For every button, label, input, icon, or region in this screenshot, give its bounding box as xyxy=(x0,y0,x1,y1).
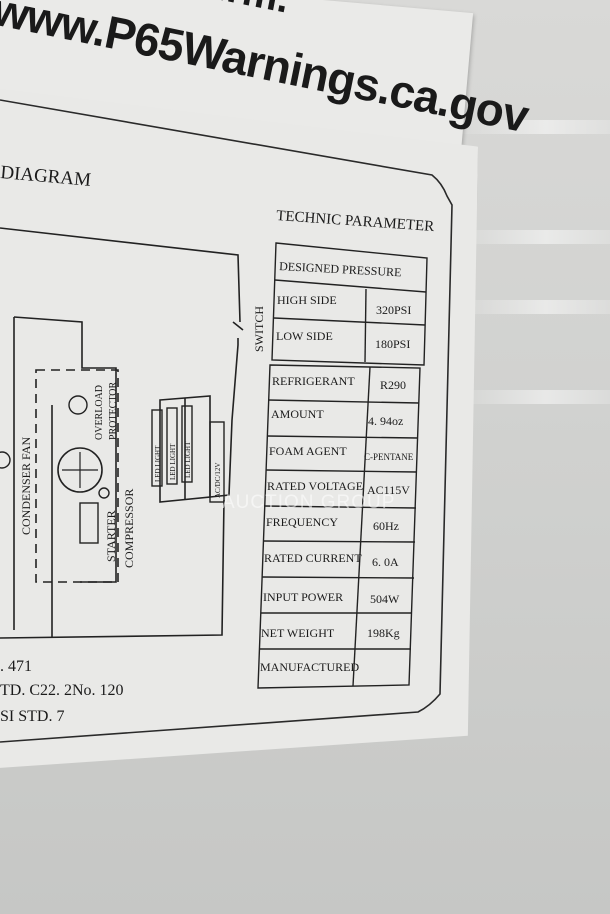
parameter-table-grid xyxy=(257,242,428,689)
diagram-title: DIAGRAM xyxy=(0,162,92,191)
wiring-diagram xyxy=(0,227,244,639)
switch-label: SWITCH xyxy=(252,306,266,352)
param-value-amount: 4. 94oz xyxy=(368,414,403,428)
driver-label: AC/DC/12V xyxy=(214,463,222,498)
starter-label: STARTER xyxy=(104,510,118,562)
param-value-rated-voltage: AC115V xyxy=(367,483,410,497)
param-label-frequency: FREQUENCY xyxy=(266,515,338,529)
condenser-fan-label: CONDENSER FAN xyxy=(19,437,33,535)
auction-watermark: AUCTION GROUP xyxy=(222,492,395,513)
wall-highlight xyxy=(450,390,610,404)
param-label-rated-current: RATED CURRENT xyxy=(264,551,362,565)
wall-highlight xyxy=(450,120,610,134)
param-value-input-power: 504W xyxy=(370,592,400,606)
param-label-amount: AMOUNT xyxy=(271,407,324,421)
param-label-rated-voltage: RATED VOLTAGE xyxy=(267,479,363,493)
param-label-refrigerant: REFRIGERANT xyxy=(272,374,355,388)
param-label-manufactured: MANUFACTURED xyxy=(260,660,359,674)
compressor-label: COMPRESSOR xyxy=(122,489,136,568)
param-label-net-weight: NET WEIGHT xyxy=(261,626,335,640)
compressor-symbol xyxy=(57,447,103,493)
overload-protector-symbol xyxy=(68,395,88,415)
param-label-high-side: HIGH SIDE xyxy=(277,293,337,307)
sheet-border xyxy=(0,99,453,743)
fan-motor-symbol xyxy=(0,451,11,469)
spec-sheet xyxy=(0,85,478,770)
param-value-rated-current: 6. 0A xyxy=(372,555,399,569)
compressor-windings xyxy=(62,452,98,488)
param-label-low-side: LOW SIDE xyxy=(276,329,333,343)
led-light-label-1: LED LIGHT xyxy=(154,445,162,482)
parameter-title: TECHNIC PARAMETER xyxy=(276,208,435,235)
led-light-label-2: LED LIGHT xyxy=(169,443,177,480)
led-light-label-3: LED LIGHT xyxy=(184,441,192,478)
led-lights xyxy=(151,405,225,503)
wall-highlight xyxy=(450,300,610,314)
param-label-input-power: INPUT POWER xyxy=(263,590,343,604)
param-value-foam-agent: C-PENTANE xyxy=(364,452,414,462)
protector-label: PROTECTOR xyxy=(108,382,119,440)
wall-highlight xyxy=(450,230,610,244)
param-value-frequency: 60Hz xyxy=(373,519,399,533)
designed-pressure-label: DESIGNED PRESSURE xyxy=(279,259,402,279)
param-value-net-weight: 198Kg xyxy=(367,626,400,640)
standard-line-2: TD. C22. 2No. 120 xyxy=(0,682,124,699)
param-label-foam-agent: FOAM AGENT xyxy=(269,444,347,458)
starter-symbol xyxy=(79,502,99,544)
standard-line-3: SI STD. 7 xyxy=(0,708,64,725)
terminal-symbol xyxy=(98,487,110,499)
overload-label: OVERLOAD xyxy=(94,385,105,440)
param-value-refrigerant: R290 xyxy=(380,378,406,392)
param-value-high-side: 320PSI xyxy=(376,303,411,317)
param-value-low-side: 180PSI xyxy=(375,337,410,351)
parameter-table: HIGH SIDE 320PSI LOW SIDE 180PSI REFRIGE… xyxy=(260,293,414,674)
standard-line-1: . 471 xyxy=(0,658,32,675)
